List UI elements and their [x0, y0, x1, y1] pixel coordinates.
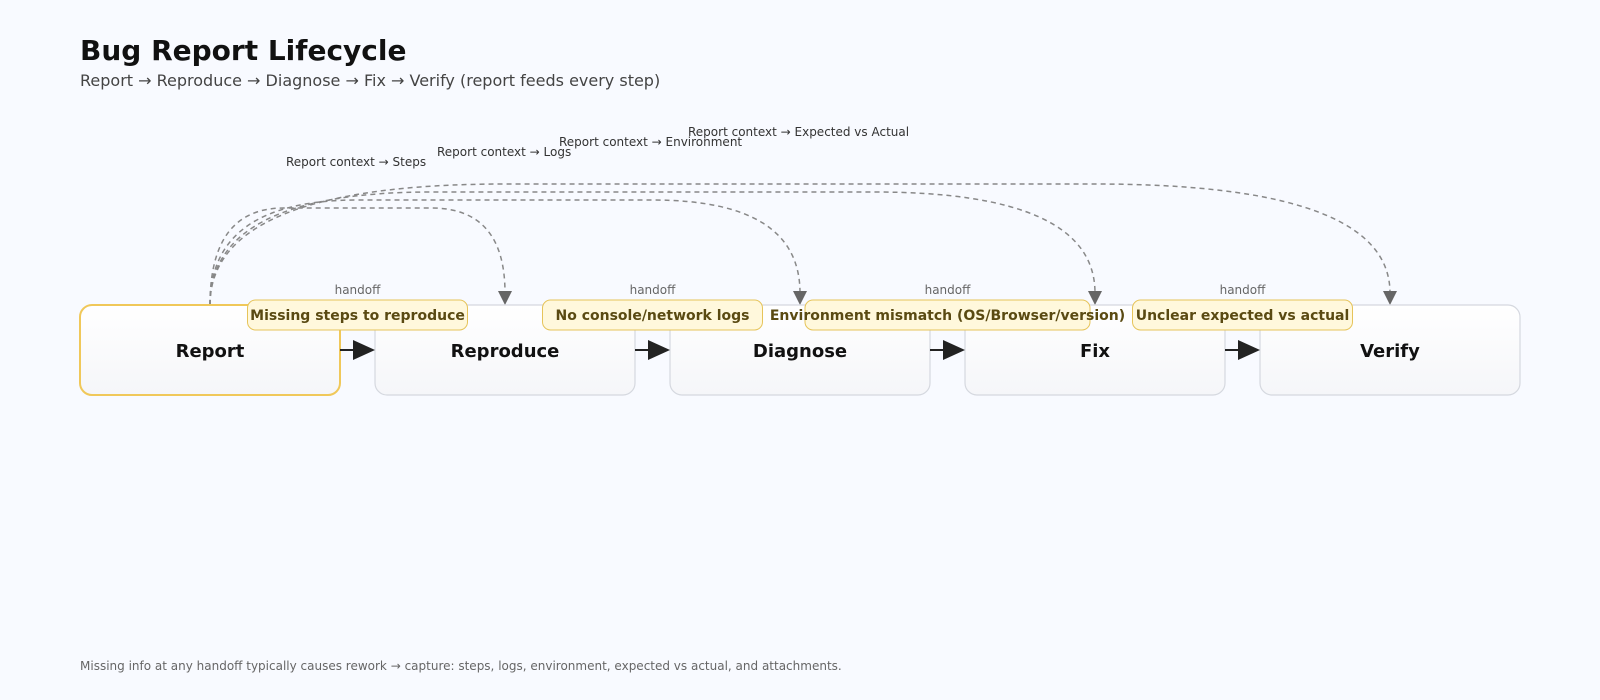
handoff-arrows	[340, 340, 1260, 360]
handoff-label: handoff	[925, 283, 972, 297]
diagram-subtitle: Report → Reproduce → Diagnose → Fix → Ve…	[80, 71, 660, 90]
context-link-label: Report context → Steps	[286, 155, 426, 169]
step-label: Fix	[1080, 341, 1110, 362]
diagram-title: Bug Report Lifecycle	[80, 34, 406, 67]
footer-note: Missing info at any handoff typically ca…	[80, 659, 842, 673]
context-link-path	[209, 183, 1391, 306]
handoff-label: handoff	[335, 283, 382, 297]
handoff-arrowhead	[943, 340, 965, 360]
context-link-arrowhead	[498, 291, 512, 305]
context-link-3: Report context → Environment	[209, 135, 1102, 306]
problem-callout	[247, 299, 468, 331]
problem-callout	[804, 299, 1091, 331]
step-label: Verify	[1360, 341, 1420, 362]
context-link-path	[209, 191, 1096, 306]
problem-label: Environment mismatch (OS/Browser/version…	[770, 308, 1125, 324]
handoff-arrowhead	[1238, 340, 1260, 360]
problem-label: Unclear expected vs actual	[1136, 308, 1350, 324]
step-label: Report	[176, 341, 245, 362]
context-link-path	[209, 199, 801, 306]
problem-label: No console/network logs	[555, 308, 749, 324]
step-label: Reproduce	[451, 341, 560, 362]
context-link-path	[209, 207, 506, 306]
context-link-arrowhead	[793, 291, 807, 305]
context-link-2: Report context → Logs	[209, 145, 807, 306]
handoff-arrowhead	[648, 340, 670, 360]
step-label: Diagnose	[753, 341, 847, 362]
handoff-label: handoff	[1220, 283, 1267, 297]
problem-callout	[1132, 299, 1353, 331]
handoff-label: handoff	[630, 283, 677, 297]
context-link-arrowhead	[1383, 291, 1397, 305]
context-links: Report context → Steps Report context → L…	[209, 125, 1397, 306]
context-link-label: Report context → Logs	[437, 145, 571, 159]
problem-callout	[542, 299, 763, 331]
problem-label: Missing steps to reproduce	[250, 308, 465, 324]
context-link-arrowhead	[1088, 291, 1102, 305]
context-link-4: Report context → Expected vs Actual	[209, 125, 1397, 306]
context-link-label: Report context → Expected vs Actual	[688, 125, 909, 139]
context-link-label: Report context → Environment	[559, 135, 742, 149]
handoff-arrowhead	[353, 340, 375, 360]
handoff-2: handoff No console/network logs	[542, 283, 763, 331]
context-link-1: Report context → Steps	[209, 155, 512, 306]
